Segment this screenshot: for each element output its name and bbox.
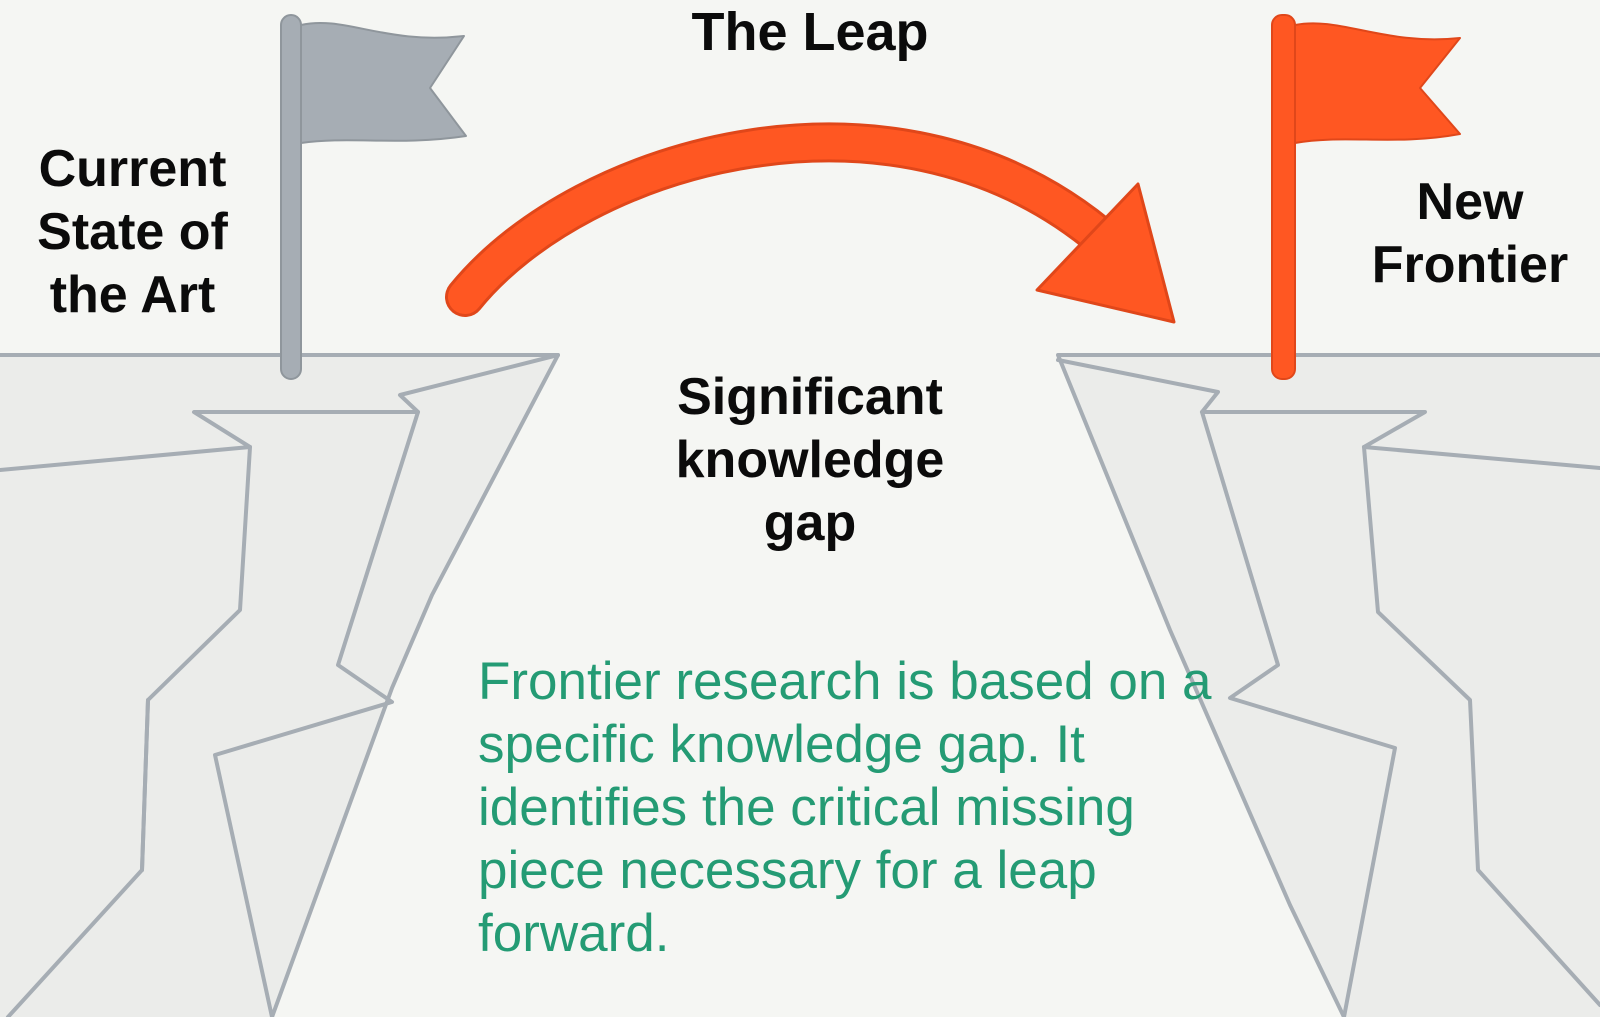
- flag-icon: [280, 14, 467, 380]
- new-frontier-label: New Frontier: [1371, 173, 1569, 294]
- right-cliff-body: [1058, 355, 1600, 1017]
- frontier-flag-pole: [1271, 14, 1296, 380]
- leap-arrow-head: [1035, 182, 1176, 324]
- left-cliff-body: [0, 355, 558, 1017]
- right-cliff: [1056, 353, 1600, 1017]
- current-flag-pole: [280, 14, 302, 380]
- flag-icon: [1271, 14, 1461, 380]
- right-cliff-crack-inner: [1200, 410, 1397, 1017]
- left-cliff-ledge-line: [0, 353, 560, 1017]
- knowledge-gap-label: Significant knowledge gap: [675, 368, 945, 552]
- right-cliff-crack-outer: [1056, 358, 1600, 470]
- current-flag-cloth: [300, 21, 467, 144]
- current-state-label: Current State of the Art: [37, 140, 228, 324]
- leap-arrow-shaft-fill: [448, 125, 1127, 314]
- right-cliff-crack-edge: [1362, 445, 1600, 1007]
- diagram-title: The Leap: [691, 2, 929, 62]
- frontier-flag-cloth: [1294, 22, 1461, 144]
- curved-arrow-icon: [445, 122, 1176, 324]
- left-cliff-crack-bottom: [140, 698, 150, 872]
- left-cliff-crack-outer: [0, 353, 560, 472]
- description-text: Frontier research is based on a specific…: [478, 652, 1212, 963]
- left-cliff: [0, 353, 560, 1017]
- left-cliff-crack-edge: [213, 410, 420, 1017]
- right-cliff-ledge-line: [1056, 353, 1600, 1017]
